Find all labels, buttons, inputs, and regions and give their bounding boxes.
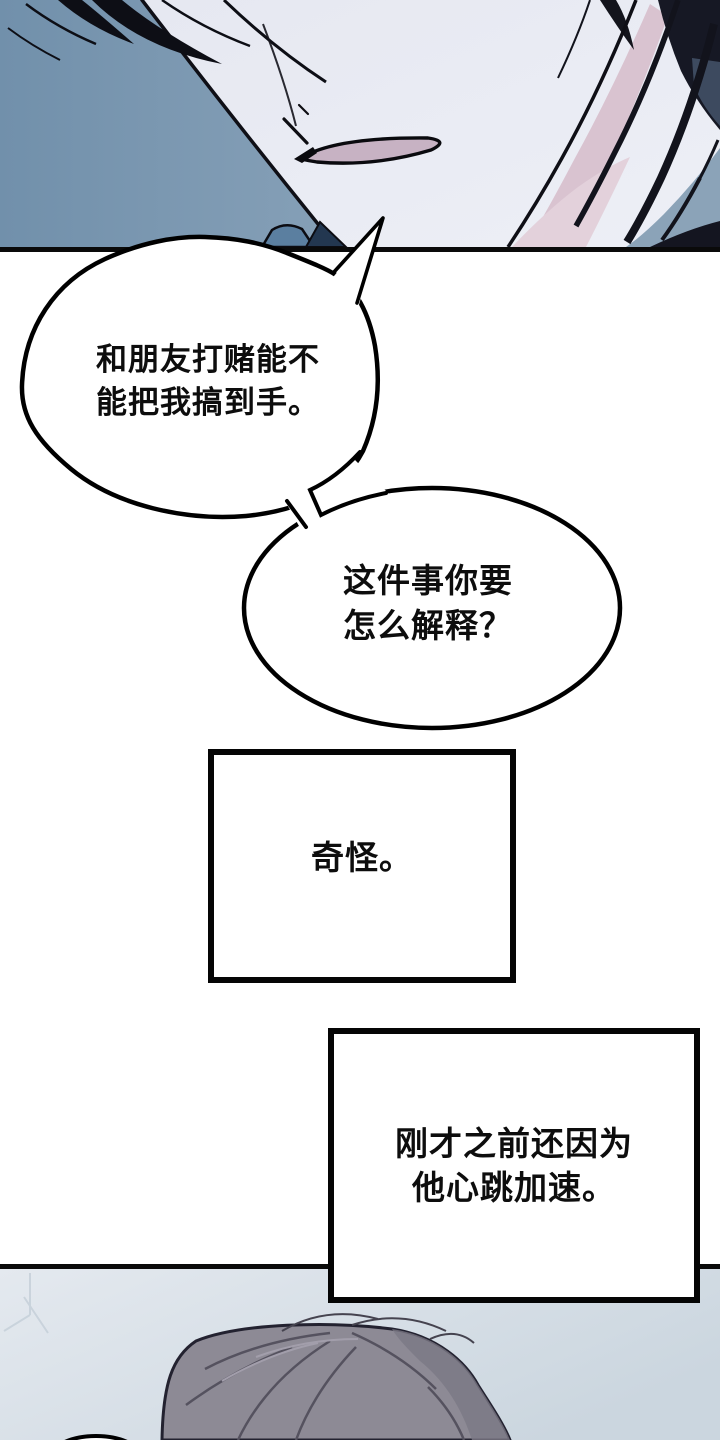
speech-bubble-2-text: 这件事你要 怎么解释？ — [343, 561, 513, 645]
jaw-line-right — [506, 0, 638, 247]
jaw-line-left — [140, 0, 320, 226]
hair-left-strands — [7, 0, 327, 84]
face-closeup-art — [0, 0, 720, 247]
window-frame-lines — [3, 1273, 49, 1334]
narration-text-2: 刚才之前还因为 他心跳加速。 — [395, 1123, 633, 1207]
narration-box-2: 刚才之前还因为 他心跳加速。 — [328, 1028, 700, 1303]
speech-bubble-1-text: 和朋友打赌能不 能把我搞到手。 — [96, 342, 320, 421]
flyaway-strands — [281, 1313, 475, 1344]
hair-right — [506, 0, 720, 247]
nose-shadow — [262, 23, 310, 145]
background-corner — [626, 148, 720, 247]
narration-box-1: 奇怪。 — [208, 749, 516, 983]
panel-face-closeup — [0, 0, 720, 252]
narration-text-1: 奇怪。 — [311, 838, 413, 877]
shoulder-dark — [650, 221, 720, 247]
emerging-bubble-edge — [64, 1434, 128, 1440]
mouth — [294, 136, 442, 165]
head-hair — [160, 1313, 512, 1440]
